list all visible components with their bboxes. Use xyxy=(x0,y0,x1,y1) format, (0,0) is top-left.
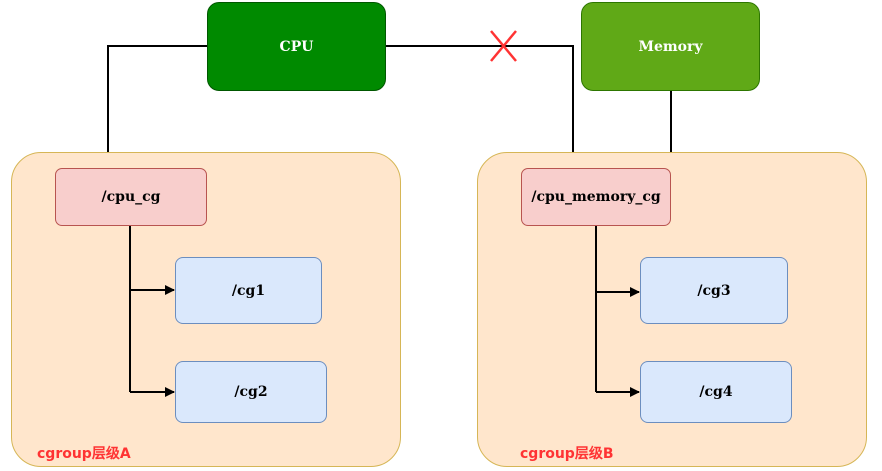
cgroup-child-cg3-label: /cg3 xyxy=(697,282,731,299)
cgroup-child-cg4-label: /cg4 xyxy=(699,384,733,400)
cpu-resource-label: CPU xyxy=(279,38,314,55)
cpu-resource-node: CPU xyxy=(207,2,386,91)
cgroup-root-b: /cpu_memory_cg xyxy=(521,168,671,226)
cgroup-root-a-label: /cpu_cg xyxy=(101,189,161,205)
link-cpu-to-hierarchy-b xyxy=(386,45,574,152)
blocked-x-mark xyxy=(490,30,517,62)
cgroup-child-cg4: /cg4 xyxy=(640,361,792,423)
hierarchy-a-label: cgroup层级A xyxy=(37,446,131,462)
memory-resource-label: Memory xyxy=(638,38,703,55)
cgroup-root-a: /cpu_cg xyxy=(55,168,207,226)
cgroup-child-cg1: /cg1 xyxy=(175,257,322,324)
memory-resource-node: Memory xyxy=(581,2,760,91)
cgroup-child-cg1-label: /cg1 xyxy=(231,282,266,299)
cgroup-root-b-label: /cpu_memory_cg xyxy=(531,189,661,205)
hierarchy-b-label: cgroup层级B xyxy=(520,446,614,462)
cgroup-child-cg2: /cg2 xyxy=(175,361,327,423)
link-cpu-to-hierarchy-a xyxy=(107,45,207,152)
cgroup-child-cg3: /cg3 xyxy=(640,257,788,324)
cgroup-child-cg2-label: /cg2 xyxy=(234,384,268,400)
